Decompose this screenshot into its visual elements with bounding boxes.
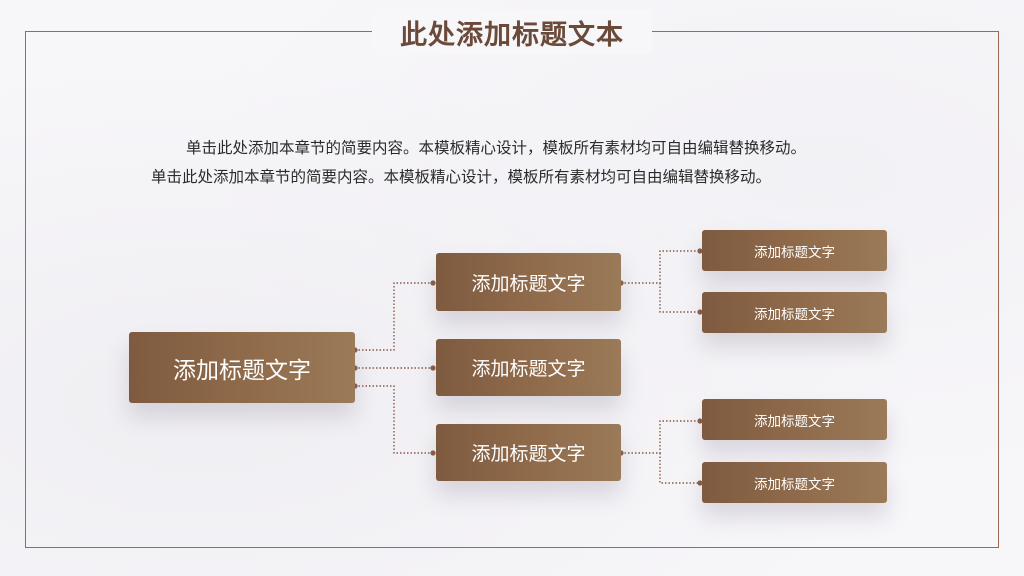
level2-node-3[interactable]: 添加标题文字 (436, 424, 621, 481)
description-line-2: 单击此处添加本章节的简要内容。本模板精心设计，模板所有素材均可自由编辑替换移动。 (151, 168, 772, 186)
slide-title: 此处添加标题文本 (400, 19, 624, 51)
level2-node-2[interactable]: 添加标题文字 (436, 339, 621, 396)
level2-node-1[interactable]: 添加标题文字 (436, 253, 621, 311)
level3-node-1[interactable]: 添加标题文字 (702, 230, 887, 271)
root-node[interactable]: 添加标题文字 (129, 332, 355, 403)
description-line-1: 单击此处添加本章节的简要内容。本模板精心设计，模板所有素材均可自由编辑替换移动。 (186, 139, 807, 157)
level3-node-2[interactable]: 添加标题文字 (702, 292, 887, 333)
title-container: 此处添加标题文本 (372, 10, 652, 54)
level3-node-4[interactable]: 添加标题文字 (702, 462, 887, 503)
level3-node-3[interactable]: 添加标题文字 (702, 399, 887, 440)
